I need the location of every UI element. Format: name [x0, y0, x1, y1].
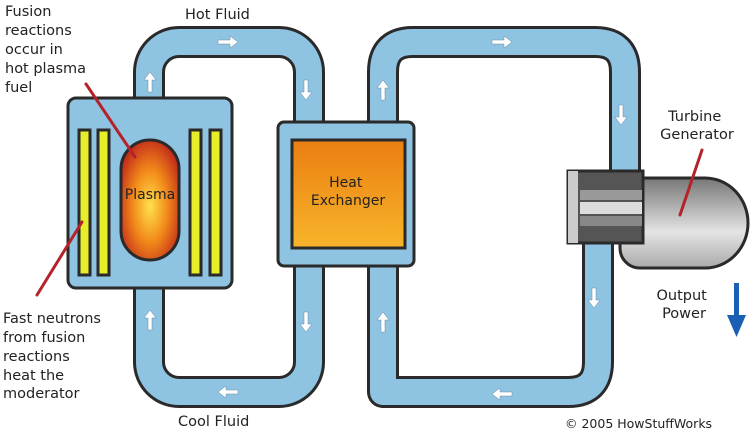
flow-arrow-right-icon [491, 35, 513, 49]
flow-arrow-down-icon [299, 79, 313, 101]
flow-arrow-left-icon [491, 387, 513, 401]
flow-arrow-up-icon [376, 311, 390, 333]
flow-arrow-up-icon [376, 79, 390, 101]
cool-fluid-label: Cool Fluid [178, 414, 249, 430]
output-power-label: Output Power [657, 288, 712, 322]
output-power-arrow-icon [727, 283, 746, 337]
fast-neutrons-label: Fast neutrons from fusion reactions heat… [3, 311, 106, 402]
fusion-reactions-label: Fusion reactions occur in hot plasma fue… [5, 4, 91, 96]
plasma-capsule [119, 138, 181, 262]
flow-arrow-right-icon [217, 35, 239, 49]
flow-arrow-down-icon [587, 287, 601, 309]
turbine-generator [566, 169, 750, 270]
flow-arrow-up-icon [143, 309, 157, 331]
hot-fluid-label: Hot Fluid [185, 7, 250, 23]
heat-exchanger-label: Heat Exchanger [311, 175, 385, 209]
pointer-lines [35, 82, 704, 297]
flow-arrow-down-icon [614, 104, 628, 126]
flow-arrow-down-icon [299, 311, 313, 333]
flow-arrow-left-icon [217, 385, 239, 399]
reactor-vessel: Plasma [66, 96, 234, 290]
copyright-label: © 2005 HowStuffWorks [565, 416, 712, 431]
heat-exchanger: Heat Exchanger [276, 120, 416, 268]
turbine-generator-label: Turbine Generator [660, 109, 734, 143]
moderator-rods [77, 128, 223, 277]
flow-arrow-up-icon [143, 71, 157, 93]
turbine-loop-pipe [367, 26, 641, 408]
plasma-label: Plasma [125, 187, 175, 203]
